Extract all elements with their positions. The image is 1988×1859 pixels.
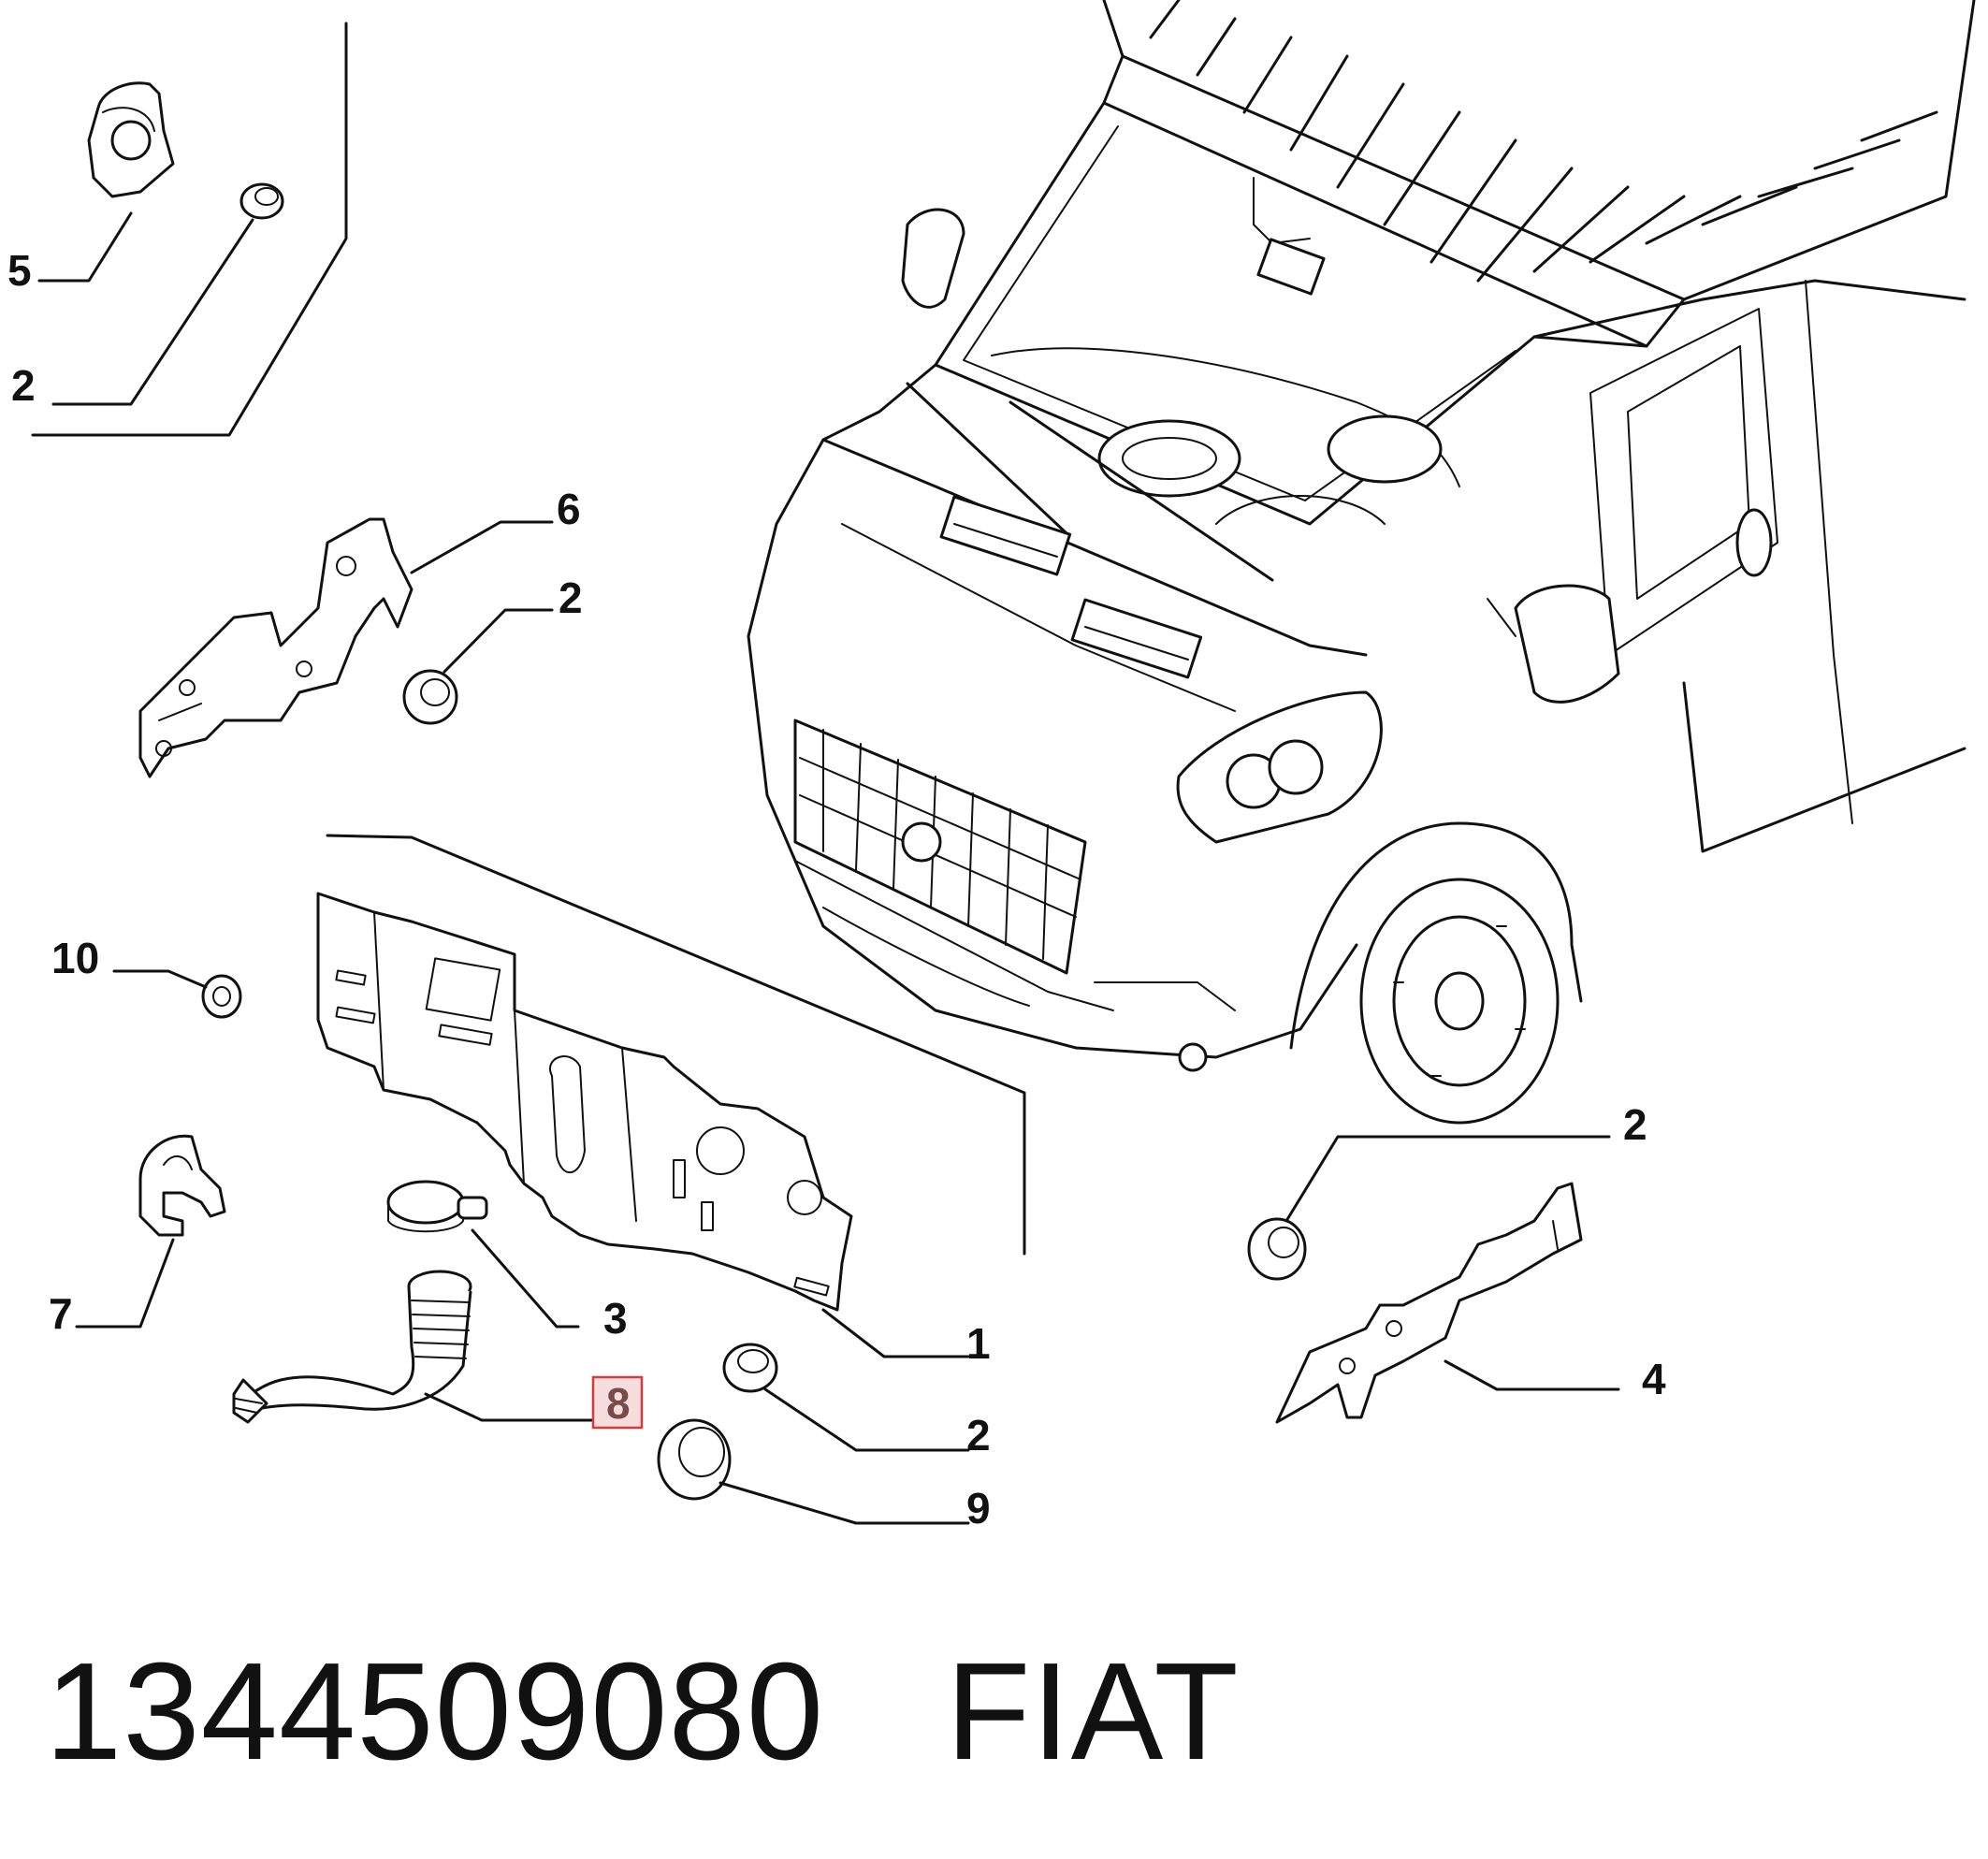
callout-3: 3 [603,1294,628,1343]
part-9-plug [657,1418,732,1501]
part-2-clip-top [239,182,284,220]
callout-1: 1 [966,1319,991,1368]
callout-6: 6 [557,485,581,533]
part-5-bracket [87,81,175,198]
leader-8 [424,1392,596,1422]
van-roof-slats [1102,0,1976,348]
leader-2d [1284,1135,1611,1223]
part-3-hose-clamp [386,1180,488,1233]
callout-9: 9 [966,1484,991,1532]
leader-2b [443,608,554,674]
van-body [747,208,1966,1125]
leader-7 [75,1238,175,1329]
part-8-corrugated-hose [232,1270,472,1424]
callout-5: 5 [7,246,32,295]
part-7-clamp [138,1134,226,1237]
callout-2c: 2 [966,1411,991,1460]
part-2-clip-right [1247,1217,1307,1281]
callout-2a: 2 [11,361,36,410]
leader-lines [37,211,1620,1525]
leader-5 [37,211,133,283]
callout-2b: 2 [559,574,583,622]
callout-2d: 2 [1623,1100,1647,1149]
leader-9 [718,1481,970,1525]
callout-10: 10 [51,934,99,982]
leader-1 [821,1308,970,1358]
leader-2c [763,1387,970,1452]
group-line-top-left [31,22,348,437]
callout-4: 4 [1642,1355,1666,1403]
callout-7: 7 [49,1289,73,1338]
callout-8-highlight-box [591,1375,644,1430]
leader-10 [112,969,208,989]
callout-8: 8 [606,1379,631,1428]
part-2-clip-mid [402,669,458,725]
part-number: 1344509080 [45,1634,825,1789]
part-2-clip-lower [722,1343,778,1393]
group-line-part-1 [326,834,1026,1256]
van-illustration [747,0,1976,1125]
part-caption: 1344509080 FIAT [45,1633,1240,1789]
part-1-shield-plate [316,892,853,1312]
callout-labels: 5 2 6 2 10 7 3 8 1 2 9 2 4 [7,246,1666,1532]
van-windshield [906,101,1648,582]
brand-name: FIAT [946,1634,1240,1789]
part-6-bracket [138,517,414,778]
leader-2a [51,218,254,406]
leader-6 [410,520,554,574]
part-4-bracket [1275,1182,1583,1424]
leader-3 [471,1228,580,1329]
part-10-washer [201,974,242,1019]
leader-4 [1444,1359,1620,1391]
